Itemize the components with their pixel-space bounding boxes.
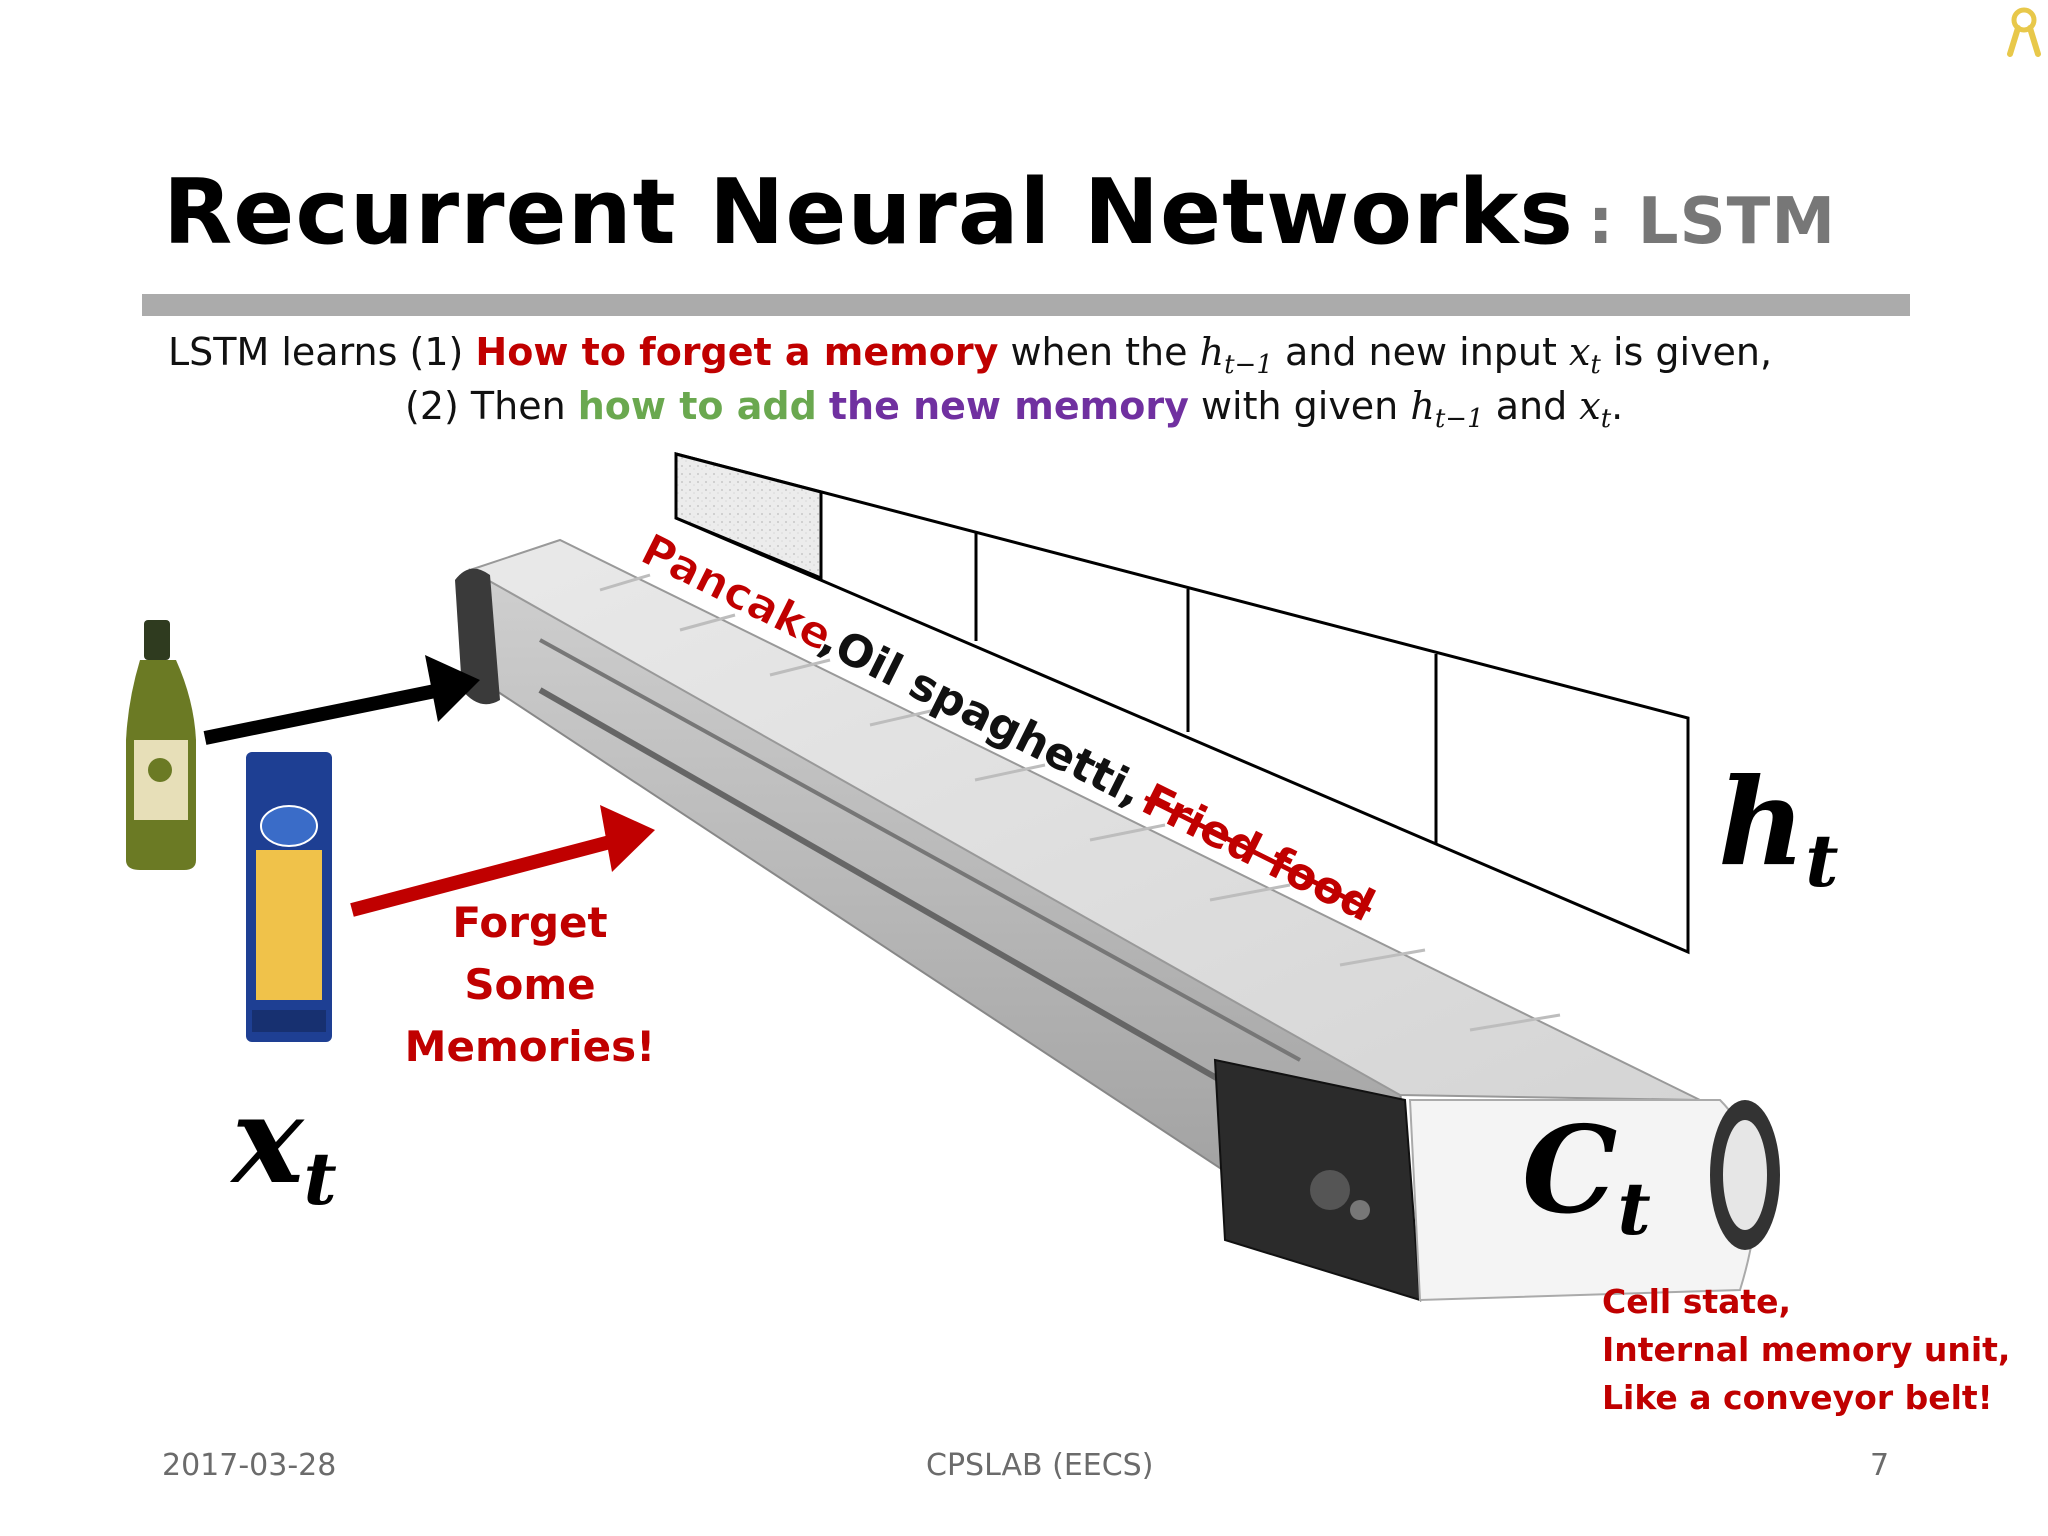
olive-oil-bottle-icon	[126, 620, 196, 870]
line1-end: is given,	[1600, 330, 1773, 374]
line2-new-memory: the new memory	[828, 384, 1189, 428]
spaghetti-package-icon	[246, 752, 332, 1042]
title-main: Recurrent Neural Networks	[163, 160, 1574, 265]
text-line-1: LSTM learns (1) How to forget a memory w…	[168, 330, 1772, 380]
line1-h-math: ht−1	[1199, 330, 1273, 380]
conveyor-belt-icon	[455, 538, 1780, 1302]
line1-prefix: LSTM learns (1)	[168, 330, 476, 374]
forget-arrow-red	[350, 805, 655, 917]
line1-forget: How to forget a memory	[475, 330, 999, 374]
slide-title: Recurrent Neural Networks: LSTM	[163, 160, 1836, 265]
line2-h-math: ht−1	[1410, 384, 1484, 434]
line1-x-math: xt	[1568, 330, 1601, 380]
line2-prefix: (2) Then	[405, 384, 578, 428]
cell-state-note-line-2: Internal memory unit,	[1602, 1330, 2011, 1369]
text-line-2: (2) Then how to add the new memory with …	[405, 384, 1624, 434]
forget-label-line-1: Forget	[452, 898, 608, 947]
hidden-state-label: ht	[1718, 752, 1839, 903]
line1-mid: and new input	[1272, 330, 1569, 374]
footer-center: CPSLAB (EECS)	[926, 1448, 1154, 1483]
forget-label: Forget Some Memories!	[400, 892, 660, 1078]
cell-state-note-line-3: Like a conveyor belt!	[1602, 1378, 1993, 1417]
line2-x-math: xt	[1579, 384, 1612, 434]
forget-label-line-2: Some	[464, 960, 596, 1009]
ribbon-icon	[2007, 7, 2041, 57]
line2-mid: with given	[1188, 384, 1411, 428]
line1-when: when the	[998, 330, 1200, 374]
input-label: xt	[232, 1070, 337, 1221]
title-rule	[142, 294, 1910, 316]
cell-state-note-line-1: Cell state,	[1602, 1282, 1792, 1321]
input-arrow-black	[203, 655, 480, 745]
page-number: 7	[1870, 1448, 1890, 1483]
footer-date: 2017-03-28	[162, 1448, 337, 1483]
forget-label-line-3: Memories!	[404, 1022, 656, 1071]
cell-state-label: Ct	[1522, 1100, 1651, 1251]
cell-state-note: Cell state, Internal memory unit, Like a…	[1602, 1278, 2010, 1422]
title-suffix: : LSTM	[1587, 185, 1836, 259]
conveyor-illustration: Pancake ,Oil spaghetti, Fried food	[126, 452, 1780, 1302]
hidden-state-panel	[674, 452, 1690, 955]
line2-add: how to add	[577, 384, 817, 428]
